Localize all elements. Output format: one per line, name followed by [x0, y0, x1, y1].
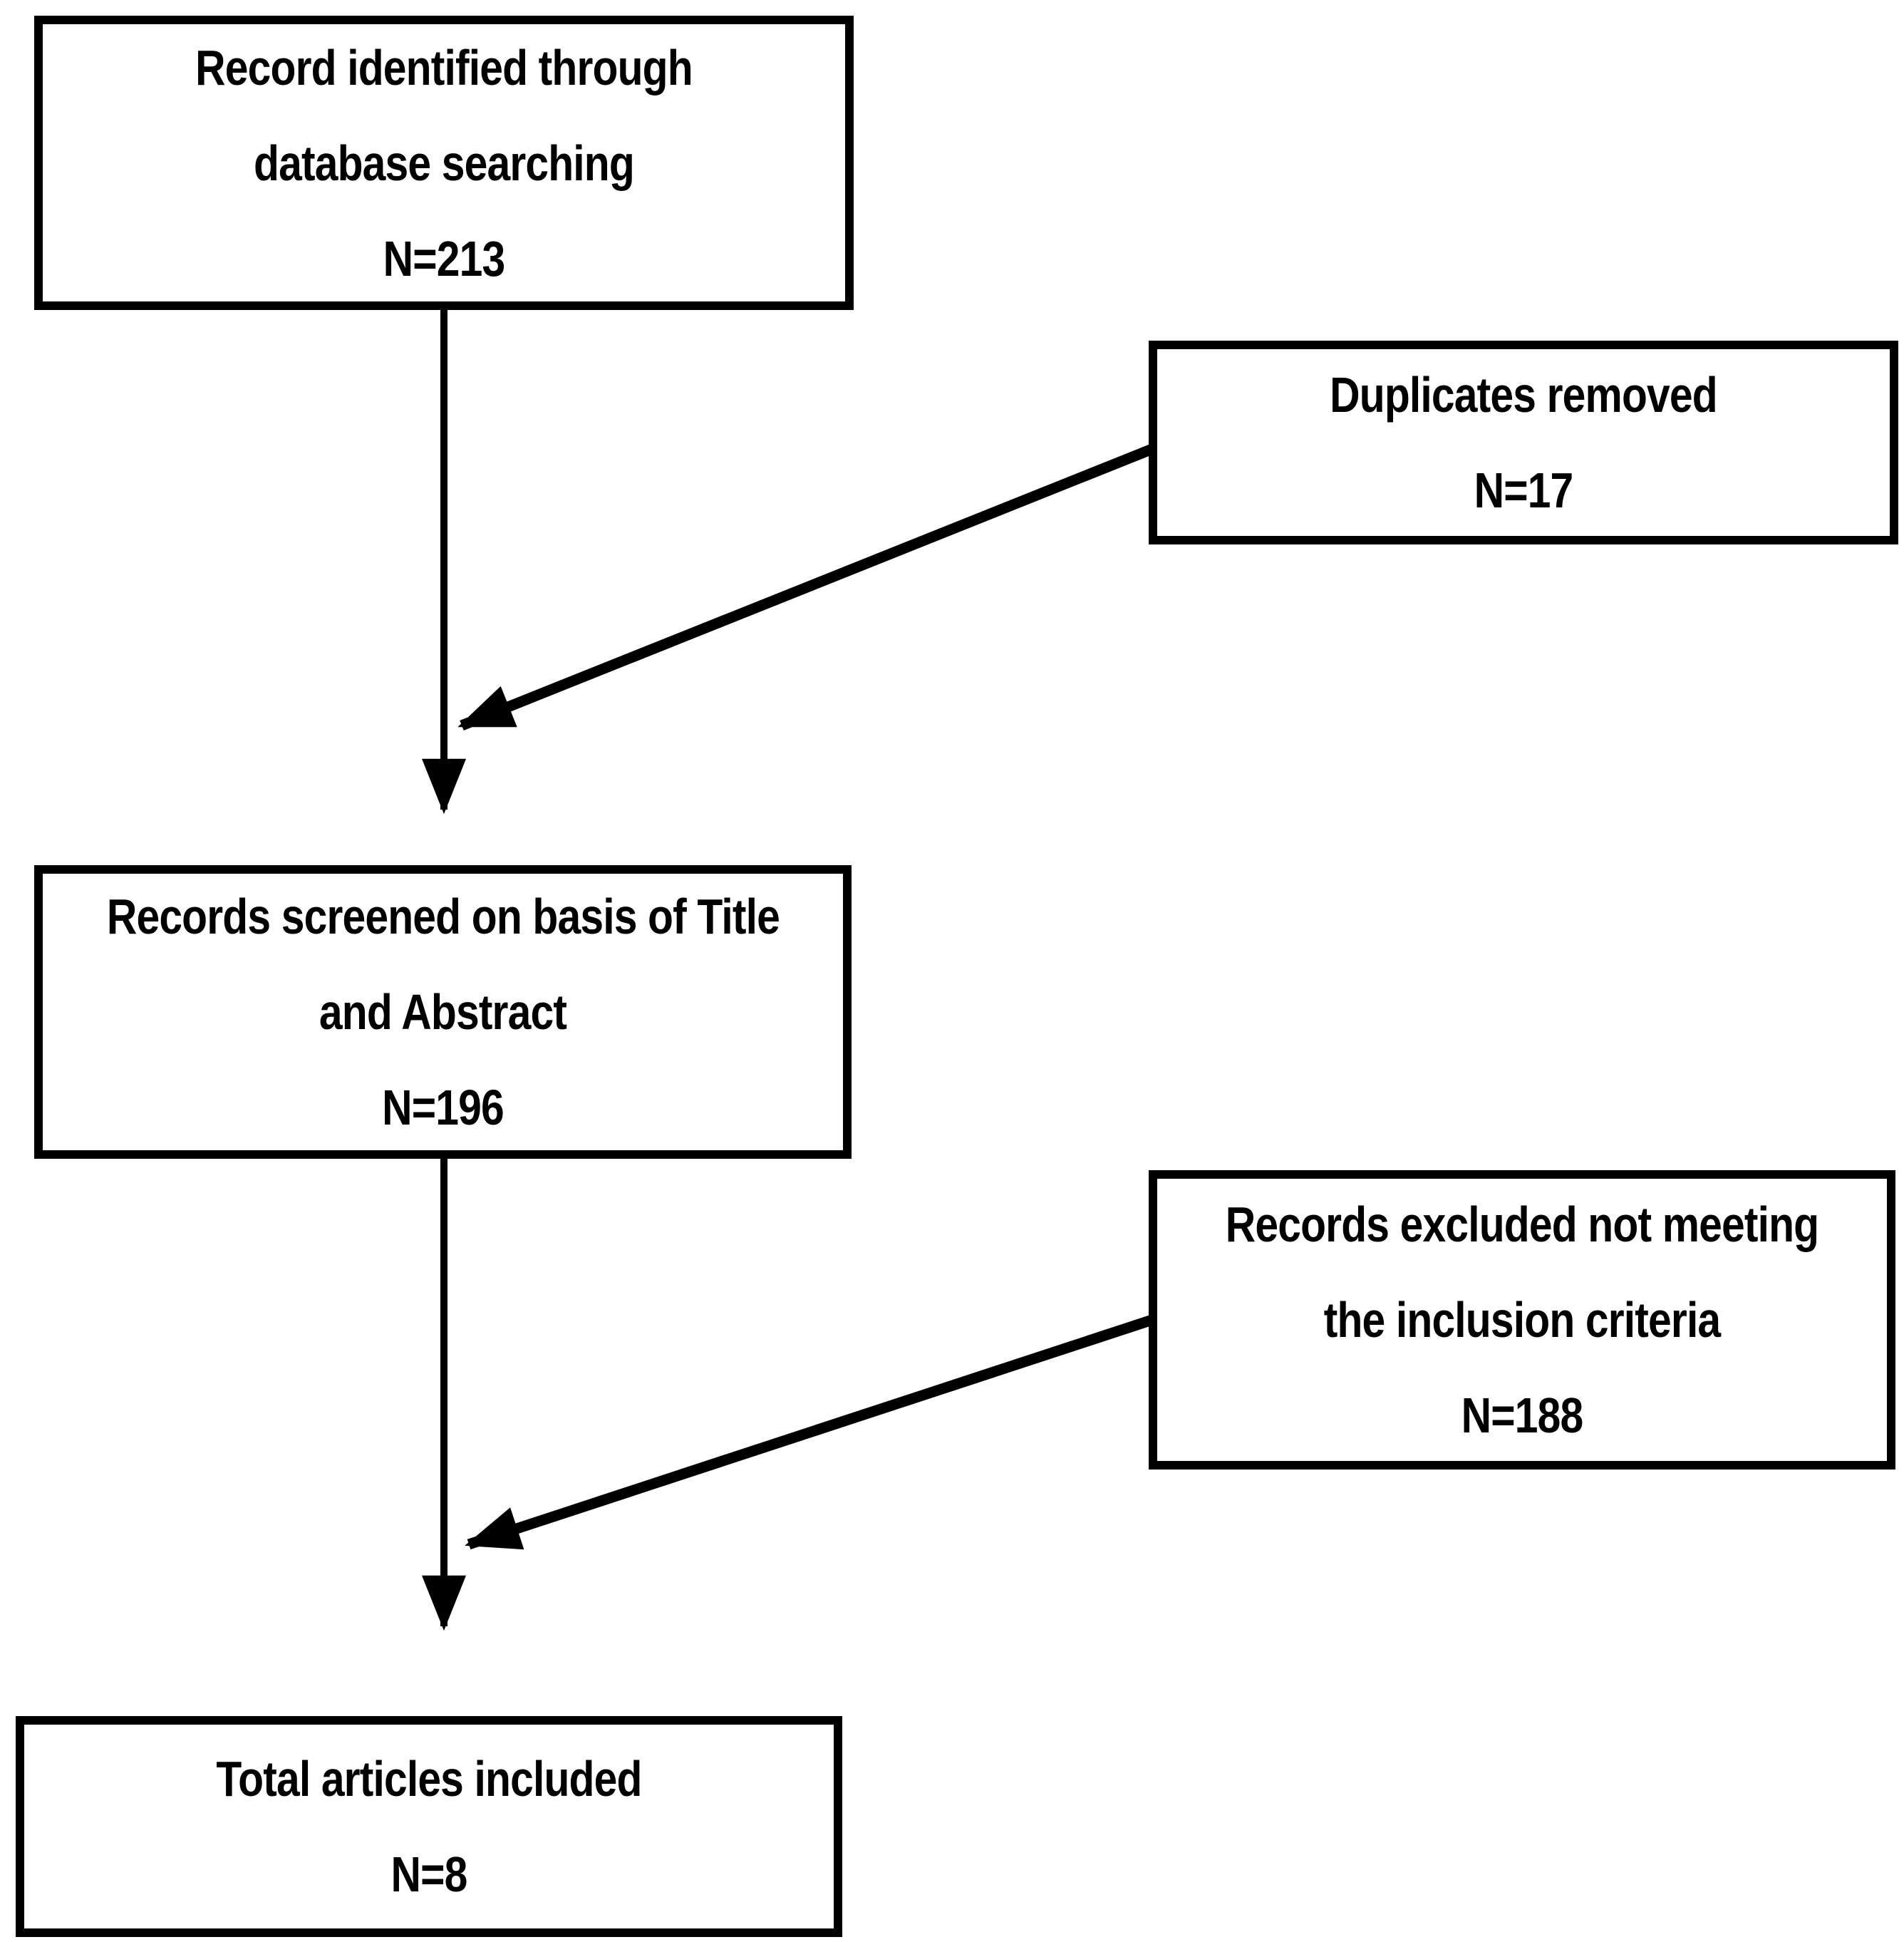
- box-text-line: database searching: [254, 135, 635, 191]
- box-records-screened: Records screened on basis of Title and A…: [34, 865, 852, 1159]
- box-count-line: N=8: [390, 1847, 468, 1902]
- box-text-line: Records excluded not meeting: [1225, 1197, 1819, 1252]
- box-text-line: and Abstract: [319, 984, 567, 1040]
- arrow-duplicates-to-flow: [457, 444, 1154, 730]
- box-count-line: N=17: [1474, 463, 1574, 518]
- box-text-line: Record identified through: [195, 39, 693, 95]
- box-records-identified: Record identified through database searc…: [34, 16, 854, 310]
- box-text-line: Duplicates removed: [1330, 367, 1718, 423]
- box-count-line: N=188: [1461, 1388, 1584, 1443]
- box-total-included: Total articles included N=8: [16, 1716, 842, 1937]
- box-count-line: N=213: [383, 230, 506, 286]
- box-text-line: the inclusion criteria: [1323, 1292, 1721, 1348]
- arrow-excluded-to-flow: [465, 1314, 1154, 1550]
- box-text-line: Total articles included: [216, 1751, 642, 1807]
- box-duplicates-removed: Duplicates removed N=17: [1149, 341, 1898, 544]
- box-text-line: Records screened on basis of Title: [106, 889, 780, 944]
- box-count-line: N=196: [382, 1080, 505, 1135]
- box-records-excluded: Records excluded not meeting the inclusi…: [1149, 1170, 1895, 1470]
